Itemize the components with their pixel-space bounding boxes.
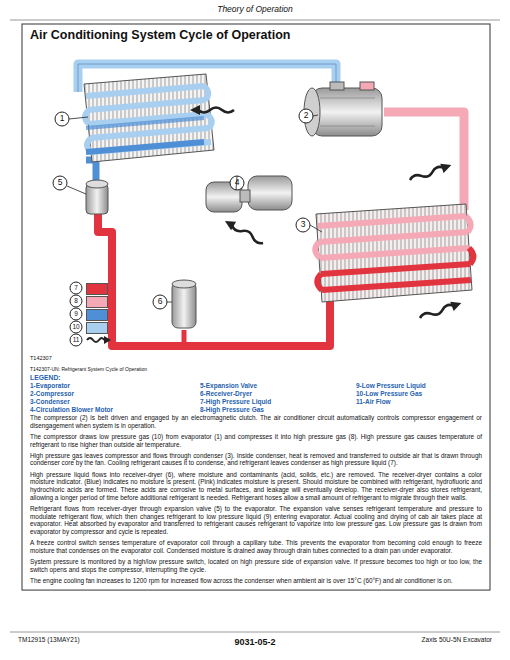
legend-item: 6-Receiver-Dryer — [200, 390, 252, 397]
callout-number: 5 — [58, 178, 63, 188]
legend-item: 11-Air Flow — [356, 398, 391, 405]
air-flow-sample — [86, 334, 112, 346]
body-paragraph: Refrigerant flows from receiver-dryer th… — [30, 505, 482, 536]
evaporator — [84, 74, 214, 162]
body-paragraph: System pressure is monitored by a high/l… — [30, 558, 482, 573]
legend-item: 9-Low Pressure Liquid — [356, 382, 426, 389]
legend-item: 7-High Pressure Liquid — [200, 398, 271, 405]
legend-number: 8 — [74, 297, 78, 304]
figure-number: T142307 — [30, 355, 52, 361]
legend-item: 2-Compressor — [30, 390, 74, 397]
body-paragraph: High pressure liquid flows into receiver… — [30, 471, 482, 502]
legend-item: 4-Circulation Blower Motor — [30, 406, 113, 413]
body-paragraph: High pressure gas leaves compressor and … — [30, 452, 482, 467]
running-header: Theory of Operation — [217, 5, 293, 15]
air-flow-arrow — [408, 160, 453, 184]
legend-swatch — [86, 322, 108, 334]
callout-circles — [53, 109, 313, 346]
legend-item: 3-Condenser — [30, 398, 70, 405]
leader-lines — [67, 115, 322, 302]
legend-number: 9 — [74, 310, 78, 317]
legend-item: 10-Low Pressure Gas — [356, 390, 422, 397]
legend-swatch — [86, 309, 108, 321]
legend-item: 1-Evaporator — [30, 382, 70, 389]
legend-number: 10 — [72, 323, 79, 330]
legend-swatch — [86, 283, 108, 295]
page-frame — [22, 24, 490, 590]
callout-number: 6 — [158, 297, 163, 307]
receiver-dryer — [172, 280, 196, 328]
legend-item: 5-Expansion Valve — [200, 382, 257, 389]
legend-number: 11 — [73, 336, 80, 343]
high-pressure-liquid-line — [98, 214, 330, 346]
air-flow-arrow — [418, 298, 463, 322]
legend-item: 8-High Pressure Gas — [200, 406, 264, 413]
legend-swatch — [86, 296, 108, 308]
body-paragraph: A freeze control switch senses temperatu… — [30, 539, 482, 554]
compressor — [304, 82, 382, 136]
page-title: Air Conditioning System Cycle of Operati… — [30, 28, 290, 42]
body-paragraph: The compressor (2) is belt driven and en… — [30, 414, 482, 429]
legend-heading: LEGEND: — [30, 374, 61, 382]
blower-motor — [206, 176, 292, 212]
body-paragraph: The engine cooling fan increases to 1200… — [30, 577, 482, 585]
dryer-line — [182, 330, 187, 346]
condenser — [315, 204, 473, 302]
footer-left: TM12915 (13MAY21) — [18, 636, 80, 643]
air-flow-arrow — [190, 105, 234, 115]
footer-rule — [10, 632, 500, 633]
expansion-valve — [86, 180, 108, 214]
callout-number: 3 — [301, 220, 306, 230]
high-pressure-gas-line — [384, 112, 464, 210]
footer-page: 9031-05-2 — [234, 637, 275, 647]
callout-number: 4 — [235, 178, 240, 188]
legend-number: 7 — [74, 284, 78, 291]
header-rule — [10, 20, 500, 21]
callout-number: 1 — [60, 114, 65, 124]
callout-number: 2 — [304, 111, 309, 121]
figure-caption: T142307-UN: Refrigerant System Cycle of … — [30, 367, 147, 373]
body-paragraph: The compressor draws low pressure gas (1… — [30, 433, 482, 448]
footer-right: Zaxis 50U-5N Excavator — [422, 636, 492, 643]
air-flow-arrow — [222, 217, 265, 248]
